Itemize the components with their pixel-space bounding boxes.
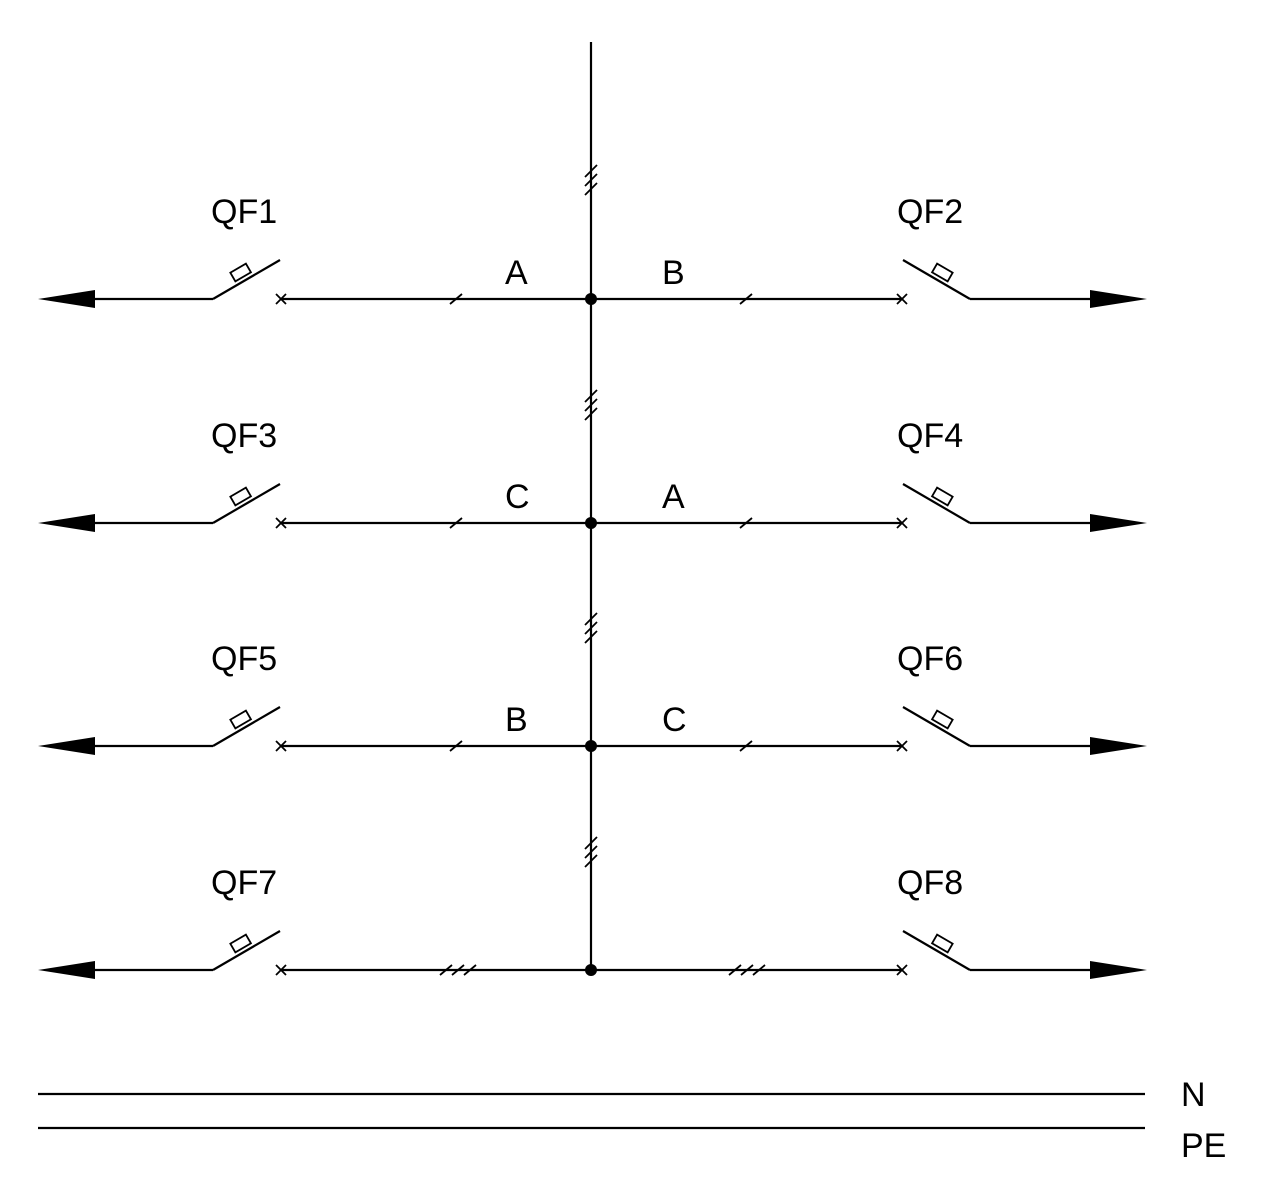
phase-tick-icon <box>739 517 753 529</box>
outgoing-arrow-icon <box>38 514 95 532</box>
breaker-label: QF2 <box>897 193 963 231</box>
outgoing-arrow-icon <box>38 737 95 755</box>
circuit-breaker-icon <box>902 706 971 747</box>
outgoing-arrow-icon <box>1090 290 1147 308</box>
breaker-blade <box>902 483 971 524</box>
breaker-blade <box>902 930 971 971</box>
cross-mark-icon <box>896 293 908 305</box>
junction-dot-icon <box>585 293 597 305</box>
circuit-breaker-icon <box>212 930 281 971</box>
breaker-label: QF6 <box>897 640 963 678</box>
breaker-trip-box <box>229 262 253 283</box>
phase-label: C <box>662 701 687 739</box>
breaker-blade <box>212 259 281 300</box>
circuit-breaker-icon <box>902 930 971 971</box>
outgoing-arrow-icon <box>1090 737 1147 755</box>
circuit-breaker-icon <box>212 259 281 300</box>
breaker-label: QF8 <box>897 864 963 902</box>
breaker-label: QF1 <box>211 193 277 231</box>
cross-mark-icon <box>275 740 287 752</box>
phase-tick-icon <box>752 964 766 976</box>
phase-tick-icon <box>584 398 598 412</box>
breaker-blade <box>212 930 281 971</box>
breaker-label: QF4 <box>897 417 963 455</box>
breaker-blade <box>212 483 281 524</box>
cross-mark-icon <box>275 293 287 305</box>
phase-label: A <box>505 254 528 292</box>
breaker-trip-box <box>229 709 253 730</box>
cross-mark-icon <box>896 517 908 529</box>
phase-tick-icon <box>739 740 753 752</box>
junction-dot-icon <box>585 517 597 529</box>
phase-tick-icon <box>463 964 477 976</box>
phase-tick-icon <box>584 182 598 196</box>
phase-tick-icon <box>584 621 598 635</box>
phase-label: A <box>662 478 685 516</box>
breaker-label: QF7 <box>211 864 277 902</box>
phase-tick-icon <box>584 173 598 187</box>
phase-tick-icon <box>739 293 753 305</box>
phase-tick-icon <box>439 964 453 976</box>
phase-tick-icon <box>449 293 463 305</box>
breaker-blade <box>902 259 971 300</box>
outgoing-arrow-icon <box>1090 961 1147 979</box>
phase-label: C <box>505 478 530 516</box>
outgoing-arrow-icon <box>38 290 95 308</box>
junction-dot-icon <box>585 964 597 976</box>
phase-tick-icon <box>451 964 465 976</box>
phase-tick-icon <box>449 740 463 752</box>
phase-tick-icon <box>584 630 598 644</box>
cross-mark-icon <box>896 740 908 752</box>
pe-bus: PE <box>38 1126 1226 1165</box>
neutral-bus-label: N <box>1181 1076 1206 1114</box>
breaker-trip-box <box>229 486 253 507</box>
circuit-breaker-icon <box>902 483 971 524</box>
vertical-bus-phase-ticks <box>584 164 598 868</box>
circuit-breaker-icon <box>212 706 281 747</box>
breaker-trip-box <box>229 933 253 954</box>
breaker-label: QF5 <box>211 640 277 678</box>
phase-tick-icon <box>584 612 598 626</box>
breaker-blade <box>212 706 281 747</box>
right-feeder-4: QF8 <box>591 864 1147 979</box>
phase-tick-icon <box>584 845 598 859</box>
phase-tick-icon <box>584 836 598 850</box>
phase-label: B <box>505 701 528 739</box>
phase-label: B <box>662 254 685 292</box>
cross-mark-icon <box>275 517 287 529</box>
circuit-breaker-icon <box>212 483 281 524</box>
outgoing-arrow-icon <box>1090 514 1147 532</box>
phase-tick-icon <box>584 854 598 868</box>
phase-tick-icon <box>584 164 598 178</box>
phase-tick-icon <box>584 389 598 403</box>
circuit-breaker-icon <box>902 259 971 300</box>
breaker-trip-box <box>930 933 954 954</box>
neutral-bus: N <box>38 1076 1206 1114</box>
breaker-label: QF3 <box>211 417 277 455</box>
left-feeder-4: QF7 <box>38 864 591 979</box>
breaker-trip-box <box>930 262 954 283</box>
phase-tick-icon <box>740 964 754 976</box>
phase-tick-icon <box>584 407 598 421</box>
pe-bus-label: PE <box>1181 1127 1226 1165</box>
phase-tick-icon <box>449 517 463 529</box>
cross-mark-icon <box>896 964 908 976</box>
breaker-blade <box>902 706 971 747</box>
breaker-trip-box <box>930 486 954 507</box>
outgoing-arrow-icon <box>38 961 95 979</box>
cross-mark-icon <box>275 964 287 976</box>
junction-dot-icon <box>585 740 597 752</box>
phase-tick-icon <box>728 964 742 976</box>
breaker-trip-box <box>930 709 954 730</box>
